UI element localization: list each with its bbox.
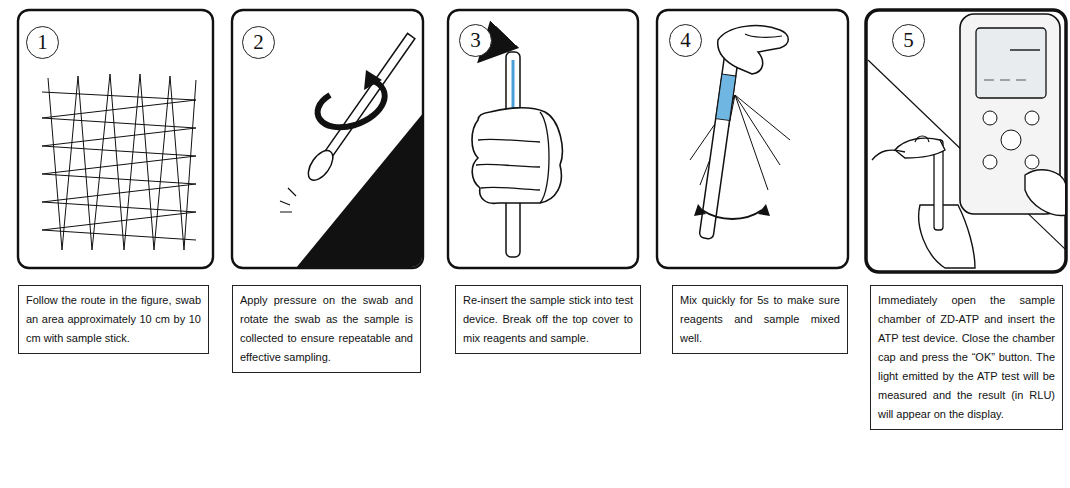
step-number-circle: 5 [892,24,925,57]
step-number: 3 [470,30,481,51]
instruction-text: Mix quickly for 5s to make sure reagents… [680,291,840,348]
panel-frame [448,10,638,268]
step-number: 2 [253,32,264,53]
instruction-text: Re-insert the sample stick into test dev… [463,291,633,348]
panel-frame [866,10,1066,272]
panel-frame [18,10,213,268]
swab-route [42,74,196,250]
hand-shake-tube [690,26,790,240]
instruction-box: Immediately open the sample chamber of Z… [870,285,1063,430]
panel-frame [657,10,848,268]
instruction-text: Apply pressure on the swab and rotate th… [240,291,413,367]
swab-on-surface [280,31,422,267]
atp-reader [868,14,1065,268]
instruction-box: Follow the route in the figure, swab an … [18,285,209,354]
instruction-text: Follow the route in the figure, swab an … [26,291,201,348]
instruction-text: Immediately open the sample chamber of Z… [878,291,1055,424]
instruction-box: Apply pressure on the swab and rotate th… [232,285,421,373]
panel-frame [232,10,423,268]
step-number: 1 [37,32,48,53]
step-number-circle: 4 [669,24,702,57]
step-number-circle: 2 [242,26,275,59]
step-number: 4 [680,30,691,51]
step-number-circle: 1 [26,26,59,59]
step-number-circle: 3 [459,24,492,57]
step-number: 5 [903,30,914,51]
instruction-box: Mix quickly for 5s to make sure reagents… [672,285,848,354]
hand-insert-stick [472,36,562,257]
instruction-box: Re-insert the sample stick into test dev… [455,285,641,354]
